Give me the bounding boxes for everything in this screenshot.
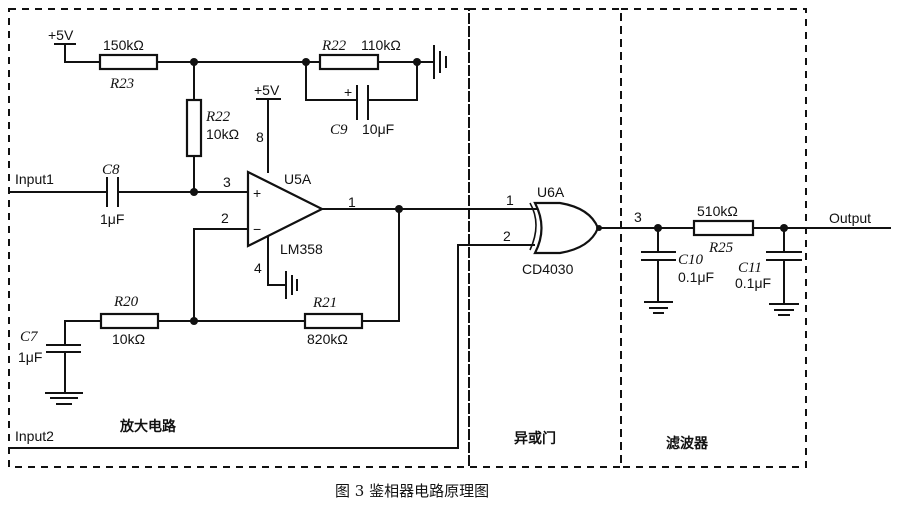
r22b-ref: R22	[321, 38, 347, 54]
resistor-r22-vertical	[185, 98, 203, 158]
r22a-value: 10kΩ	[206, 126, 239, 142]
wire	[361, 208, 400, 322]
r21-ref: R21	[312, 295, 337, 311]
r23-value: 150kΩ	[103, 37, 144, 53]
input1-label: Input1	[15, 171, 54, 187]
u6a-part: CD4030	[522, 261, 574, 277]
xor-pin-1-label: 1	[506, 192, 514, 208]
opamp-plus-sign: +	[253, 185, 261, 201]
filter-section-label: 滤波器	[666, 435, 709, 452]
wire-vcc-r23	[64, 43, 101, 63]
c9-polarity: +	[344, 84, 352, 100]
xor-section-label: 异或门	[514, 430, 556, 447]
wire	[64, 320, 102, 346]
r22b-value: 110kΩ	[361, 37, 401, 53]
junction	[190, 188, 198, 196]
c9-value: 10μF	[362, 121, 394, 137]
u5a-ref: U5A	[284, 171, 312, 187]
figure-caption: 图 3 鉴相器电路原理图	[335, 482, 489, 500]
wire-feedback-minus	[193, 228, 249, 322]
output-label: Output	[829, 210, 871, 226]
c9-ref: C9	[330, 122, 348, 138]
wire	[368, 61, 418, 101]
wire	[267, 236, 286, 286]
c11-ref: C11	[738, 260, 762, 276]
resistor-r21	[303, 312, 364, 330]
resistor-r20	[99, 312, 160, 330]
pin-2-label: 2	[221, 210, 229, 226]
xor-gate-u6a	[533, 201, 600, 255]
c10-ref: C10	[678, 252, 704, 268]
pin-8-label: 8	[256, 129, 264, 145]
vcc-label-2: +5V	[254, 82, 280, 98]
r25-value: 510kΩ	[697, 203, 738, 219]
wire	[305, 61, 357, 101]
pin-3-label: 3	[223, 174, 231, 190]
resistor-r22-horizontal	[318, 53, 380, 71]
xor-pin-2-label: 2	[503, 228, 511, 244]
amplifier-section-label: 放大电路	[119, 418, 177, 435]
r21-value: 820kΩ	[307, 331, 348, 347]
xor-pin-3-label: 3	[634, 209, 642, 225]
c8-ref: C8	[102, 162, 120, 178]
r23-ref: R23	[109, 76, 134, 92]
u5a-part: LM358	[280, 241, 323, 257]
c7-value: 1μF	[18, 349, 42, 365]
opamp-u5a	[246, 170, 325, 248]
r20-ref: R20	[113, 294, 139, 310]
opamp-minus-sign: −	[253, 221, 261, 237]
xor-gate-back-curve	[529, 202, 537, 251]
c7-ref: C7	[20, 329, 39, 345]
vcc-label-1: +5V	[48, 27, 74, 43]
r25-ref: R25	[708, 240, 734, 256]
r22a-ref: R22	[205, 109, 231, 125]
resistor-r25	[692, 219, 755, 237]
u6a-ref: U6A	[537, 184, 565, 200]
input2-label: Input2	[15, 428, 54, 444]
pin-4-label: 4	[254, 260, 262, 276]
c11-value: 0.1μF	[735, 275, 771, 291]
c10-value: 0.1μF	[678, 269, 714, 285]
wire-input2[interactable]	[10, 244, 535, 449]
c8-value: 1μF	[100, 211, 124, 227]
r20-value: 10kΩ	[112, 331, 145, 347]
filter-section-box	[620, 8, 807, 468]
pin-1-label: 1	[348, 194, 356, 210]
resistor-r23	[98, 53, 159, 71]
